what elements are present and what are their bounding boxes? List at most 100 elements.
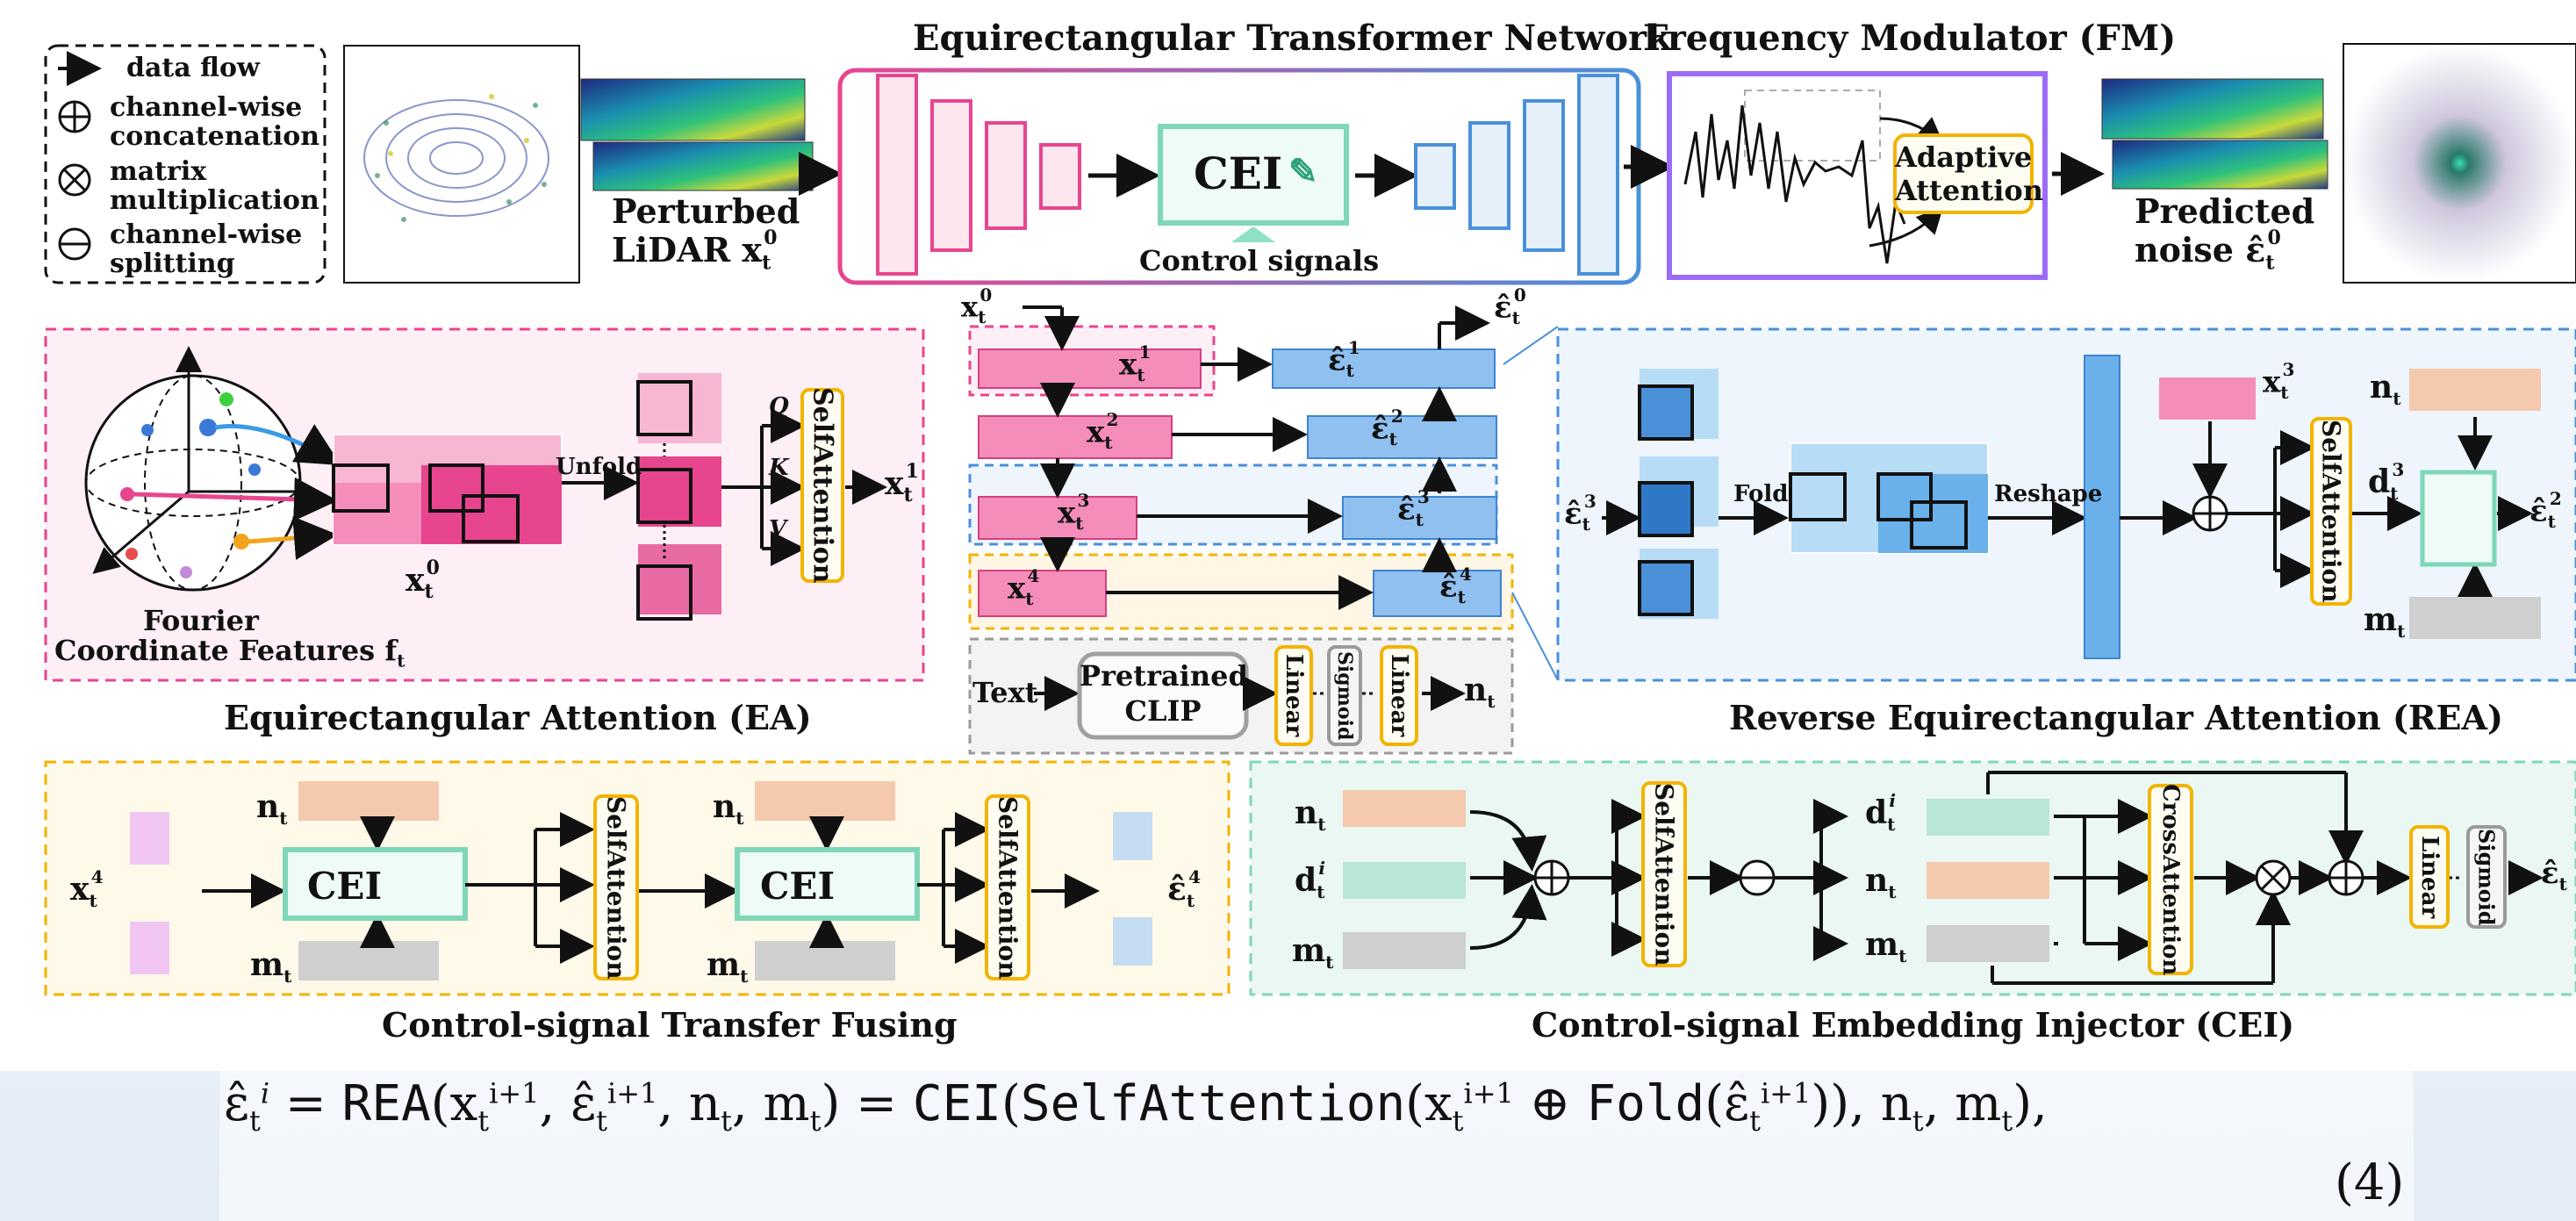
rea-oplus-icon	[2192, 495, 2228, 532]
ctf-e4-token-bottom	[1113, 917, 1152, 966]
pyr-x1-label: xt1	[1119, 341, 1152, 386]
rea-nt-text: n	[2370, 369, 2393, 406]
cei-d-text: d	[1865, 794, 1888, 831]
cei-mt-label: mt	[1292, 932, 1334, 973]
rea-e3-text: ε̂	[1564, 496, 1582, 532]
pyr-e4-text: ε̂	[1439, 569, 1458, 605]
ctf-cei-block-2	[735, 847, 920, 921]
ctf-x4-token-bottom	[130, 922, 169, 974]
cei-nt-text: n	[1295, 794, 1318, 831]
legend-split-line2: splitting	[110, 248, 235, 279]
ctf-mt-tokens-1	[298, 941, 439, 980]
legend-matmul-line1: matrix	[110, 156, 207, 187]
ctf-x4-label: xt4	[70, 866, 104, 912]
eq-fold: Fold	[1586, 1075, 1705, 1132]
pyr-e0-text: ε̂	[1494, 290, 1512, 326]
pyr-x4-label: xt4	[1008, 565, 1040, 610]
equation-number: (4)	[2335, 1154, 2405, 1211]
cei-m-tokens	[1927, 925, 2049, 962]
ea-x1-text: x	[885, 465, 904, 502]
predicted-range-image-2	[2112, 140, 2328, 190]
cei-dt-text: d	[1295, 862, 1317, 899]
clip-linear-1: Linear	[1274, 645, 1313, 746]
pyramid-x2-block	[978, 415, 1173, 459]
etn-title: Equirectangular Transformer Network	[913, 18, 1671, 59]
ctf-nt-tokens-1	[298, 781, 439, 821]
legend	[44, 44, 326, 284]
cei-linear-block: Linear	[2409, 825, 2450, 929]
ctf-nt-label-2: nt	[713, 788, 744, 830]
ea-title: Equirectangular Attention (EA)	[224, 698, 812, 737]
equation-panel	[219, 1069, 2414, 1221]
rea-mt-tokens	[2409, 597, 2541, 639]
cei-otimes-icon	[2255, 859, 2292, 896]
pyramid-x1-block	[978, 348, 1202, 389]
cei-n-text: n	[1865, 862, 1889, 899]
cei-ominus-icon	[1739, 859, 1776, 896]
ea-q-label: Q	[769, 393, 789, 420]
cei-mt-text: m	[1292, 932, 1326, 969]
cei-n-label: nt	[1865, 862, 1897, 903]
eq-lhs: ε̂	[224, 1075, 250, 1132]
ominus-icon	[58, 227, 91, 261]
cei-ei-text: ε̂	[2541, 856, 2559, 891]
rea-x3-tokens	[2159, 377, 2256, 420]
pyr-e0-label: ε̂t0	[1494, 284, 1526, 329]
legend-concat-line1: channel-wise	[110, 92, 303, 123]
cei-top-label: CEI	[1194, 147, 1283, 199]
rea-d3-label: dt3	[2368, 459, 2405, 505]
encoder-blocks	[876, 74, 1081, 276]
pyr-x1-text: x	[1119, 347, 1137, 383]
pyr-e1-label: ε̂t1	[1328, 337, 1360, 382]
pyr-x0-label: xt0	[961, 284, 993, 328]
rea-input-patches	[1638, 369, 1719, 619]
adaptive-line1: Adaptive	[1895, 140, 2033, 174]
ea-feature-grid	[332, 434, 563, 545]
adaptive-line2: Attention	[1895, 174, 2043, 207]
cei-nt-tokens	[1343, 790, 1466, 827]
rea-cei-block	[2420, 470, 2497, 567]
rea-e2-label: ε̂t2	[2529, 488, 2562, 533]
pyr-x0-text: x	[961, 290, 979, 324]
fold-label: Fold	[1733, 481, 1789, 507]
pyr-x3-label: xt3	[1058, 490, 1090, 535]
adaptive-attention-block	[1893, 133, 2034, 214]
legend-data-flow-label: data flow	[126, 53, 260, 83]
ea-unfolded-patches	[636, 373, 721, 621]
cei-d-label: dti	[1865, 790, 1897, 836]
rea-mt-text: m	[2364, 601, 2398, 638]
pyr-x2-text: x	[1087, 414, 1105, 450]
ctf-x4-text: x	[70, 871, 90, 908]
ctf-cei-label-2: CEI	[760, 865, 836, 908]
ctf-title: Control-signal Transfer Fusing	[382, 1005, 958, 1045]
ctf-mt-label-2: mt	[707, 946, 749, 988]
equation-4: ε̂ti = REA(xti+1, ε̂ti+1, nt, mt) = CEI(…	[224, 1075, 2048, 1138]
cei-sigmoid-block: Sigmoid	[2466, 825, 2507, 929]
ctf-x4-token-top	[130, 812, 169, 865]
predicted-noise-image	[2343, 43, 2576, 284]
pyr-x4-text: x	[1008, 571, 1026, 607]
pyr-x3-text: x	[1058, 495, 1076, 531]
cei-block	[1158, 124, 1349, 226]
perturbed-range-image-1	[580, 78, 806, 141]
rea-x3-text: x	[2263, 364, 2281, 400]
ctf-e4-text: ε̂	[1167, 871, 1187, 908]
perturbed-label-text: LiDAR x	[612, 230, 763, 269]
cei-mt-tokens	[1343, 932, 1466, 969]
cei-nt-label: nt	[1295, 794, 1326, 836]
legend-concat-line2: concatenation	[110, 121, 320, 152]
ea-x0-label: xt0	[405, 557, 440, 604]
control-signals-label: Control signals	[1139, 244, 1380, 277]
ctf-mt-tokens-2	[755, 941, 895, 980]
pyr-e3-text: ε̂	[1397, 492, 1416, 528]
ctf-selfattention-block-2: SelfAttention	[985, 794, 1030, 980]
reshape-label: Reshape	[1994, 481, 2103, 507]
cei-d-tokens	[1927, 799, 2049, 836]
legend-matmul-line2: multiplication	[110, 185, 319, 216]
pyr-x2-label: xt2	[1087, 409, 1119, 454]
cei-ei-label: ε̂t	[2541, 856, 2567, 894]
cei-selfattention-block: SelfAttention	[1641, 781, 1687, 967]
cei-title: Control-signal Embedding Injector (CEI)	[1532, 1005, 2295, 1045]
